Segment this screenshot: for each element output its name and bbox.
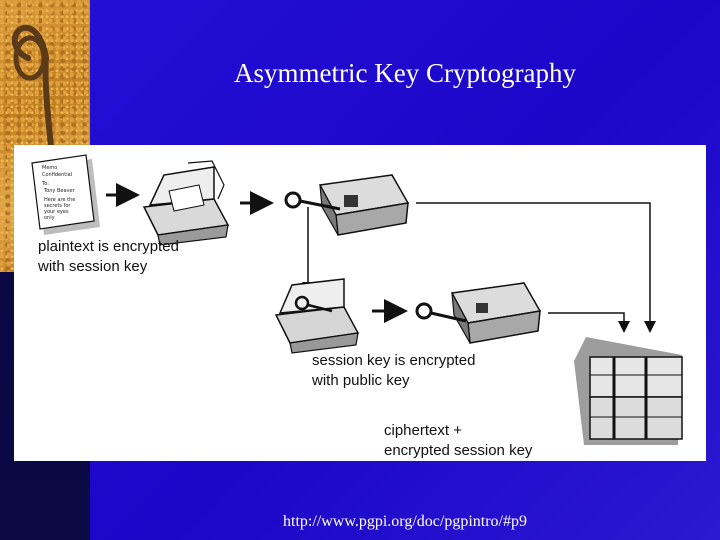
caption-plaintext-line1: plaintext is encrypted <box>38 238 179 255</box>
connector-line <box>548 312 630 333</box>
document-icon: Memo Confidential To: Tony Beaver Here a… <box>31 154 100 235</box>
caption-cipher-line1: ciphertext + <box>384 422 462 439</box>
caption-plaintext-line2: with session key <box>38 258 148 275</box>
cipher-bundle-icon <box>574 337 683 445</box>
key-icon <box>284 191 341 211</box>
doc-text-line: Memo <box>42 165 57 171</box>
key-icon <box>415 302 467 323</box>
locked-chest-icon <box>318 174 410 236</box>
locked-chest-icon <box>450 282 542 344</box>
doc-text-line: To: <box>41 181 49 187</box>
doc-text-line: Tony Beaver <box>43 188 76 194</box>
doc-text-line: your eyes <box>44 209 69 215</box>
doc-text-line: secrets for <box>44 203 71 209</box>
pgp-diagram: Memo Confidential To: Tony Beaver Here a… <box>14 145 706 461</box>
caption-cipher-line2: encrypted session key <box>384 442 533 459</box>
caption-session-line2: with public key <box>312 372 410 389</box>
doc-text-line: only <box>44 215 55 221</box>
slide-title: Asymmetric Key Cryptography <box>234 58 576 88</box>
doc-text-line: Here are the <box>44 197 75 203</box>
open-chest-icon <box>142 160 230 246</box>
source-url[interactable]: http://www.pgpi.org/doc/pgpintro/#p9 <box>283 513 527 530</box>
connector-line <box>416 202 656 333</box>
doc-text-line: Confidential <box>42 172 72 178</box>
session-key-chest-icon <box>274 278 360 354</box>
diagram-drawing: Memo Confidential To: Tony Beaver Here a… <box>31 154 683 459</box>
caption-session-line1: session key is encrypted <box>312 352 476 369</box>
